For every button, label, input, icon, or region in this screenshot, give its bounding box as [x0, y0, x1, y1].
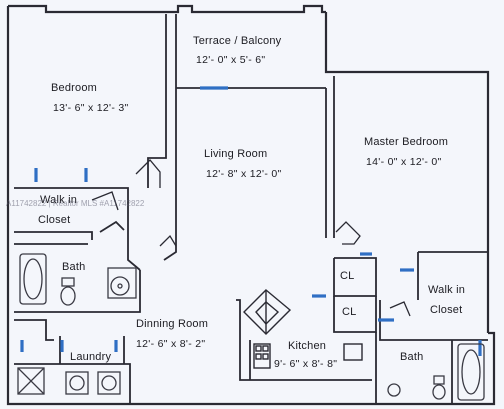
walkin-left-line2: Closet — [38, 214, 71, 226]
master-dims: 14'- 0" x 12'- 0" — [366, 156, 442, 168]
dining-dims: 12'- 6" x 8'- 2" — [136, 338, 206, 350]
walkin-right-line1: Walk in — [428, 284, 466, 296]
door-swings — [91, 159, 411, 317]
dining-name: Dinning Room — [136, 318, 209, 330]
bath-right-name: Bath — [400, 351, 424, 363]
kitchen-counter — [243, 289, 363, 369]
living-name: Living Room — [204, 148, 268, 160]
living-dims: 12'- 8" x 12'- 0" — [206, 168, 282, 180]
master-name: Master Bedroom — [364, 136, 449, 148]
bath-left-name: Bath — [62, 261, 86, 273]
terrace-dims: 12'- 0" x 5'- 6" — [196, 54, 266, 66]
bath-fixtures — [19, 253, 485, 401]
bedroom-dims: 13'- 6" x 12'- 3" — [53, 102, 129, 114]
exterior-walls — [6, 4, 496, 406]
kitchen-name: Kitchen — [288, 340, 327, 352]
terrace-name: Terrace / Balcony — [193, 35, 282, 47]
walkin-right-line2: Closet — [430, 304, 463, 316]
laundry-machines — [17, 367, 121, 395]
cl-upper-name: CL — [340, 270, 355, 282]
bedroom-name: Bedroom — [51, 82, 98, 94]
windows — [20, 86, 482, 356]
watermark: A11742822 | Realtor MLS #A11742822 — [6, 199, 145, 208]
interior-walls — [14, 14, 488, 404]
walkin-left-line1: Walk in — [40, 194, 78, 206]
kitchen-dims: 9'- 6" x 8'- 8" — [274, 358, 338, 370]
cl-lower-name: CL — [342, 306, 357, 318]
laundry-name: Laundry — [70, 351, 112, 363]
